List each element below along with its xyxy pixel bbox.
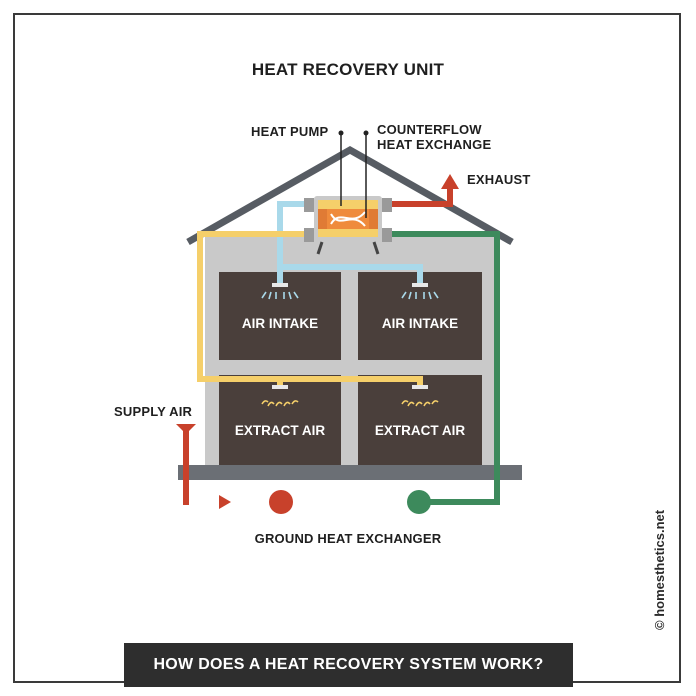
exhaust-arrow <box>441 174 459 189</box>
flow-arrow-icon <box>219 495 231 509</box>
heat-pump-dot <box>338 130 344 136</box>
exhaust-duct <box>380 188 453 207</box>
supply-air-cap <box>176 424 196 434</box>
ground-node-red <box>269 490 293 514</box>
room-lower-right <box>358 375 482 465</box>
question-banner: HOW DOES A HEAT RECOVERY SYSTEM WORK? <box>124 643 573 687</box>
extract-diffuser-left-icon <box>261 385 299 407</box>
exhaust-label: EXHAUST <box>467 172 531 187</box>
ground-return-duct <box>380 231 500 505</box>
extract-diffuser-right-icon <box>401 385 439 407</box>
counterflow-dot <box>363 130 369 136</box>
intake-diffuser-left-icon <box>261 283 299 300</box>
counterflow-label-line2: HEAT EXCHANGE <box>377 137 492 152</box>
supply-air-label: SUPPLY AIR <box>114 404 193 419</box>
heat-pump-label: HEAT PUMP <box>251 124 329 139</box>
ground-node-green <box>407 490 431 514</box>
extract-air-label-left: EXTRACT AIR <box>234 423 326 438</box>
supply-duct <box>197 231 423 385</box>
room-lower-left <box>219 375 341 465</box>
diagram-title: HEAT RECOVERY UNIT <box>251 60 445 79</box>
heat-recovery-unit <box>304 196 392 255</box>
counterflow-label-line1: COUNTERFLOW <box>377 122 482 137</box>
air-intake-label-left: AIR INTAKE <box>241 316 319 331</box>
intake-diffuser-right-icon <box>401 283 439 300</box>
air-intake-label-right: AIR INTAKE <box>381 316 459 331</box>
extract-air-label-right: EXTRACT AIR <box>374 423 466 438</box>
roof <box>186 145 514 246</box>
credit-watermark: © homesthetics.net <box>652 510 672 650</box>
counterflow-label: COUNTERFLOW HEAT EXCHANGE <box>377 122 491 152</box>
credit-text: © homesthetics.net <box>652 509 667 630</box>
floor-slab <box>178 465 522 480</box>
ground-heat-exchanger-label: GROUND HEAT EXCHANGER <box>254 531 442 546</box>
